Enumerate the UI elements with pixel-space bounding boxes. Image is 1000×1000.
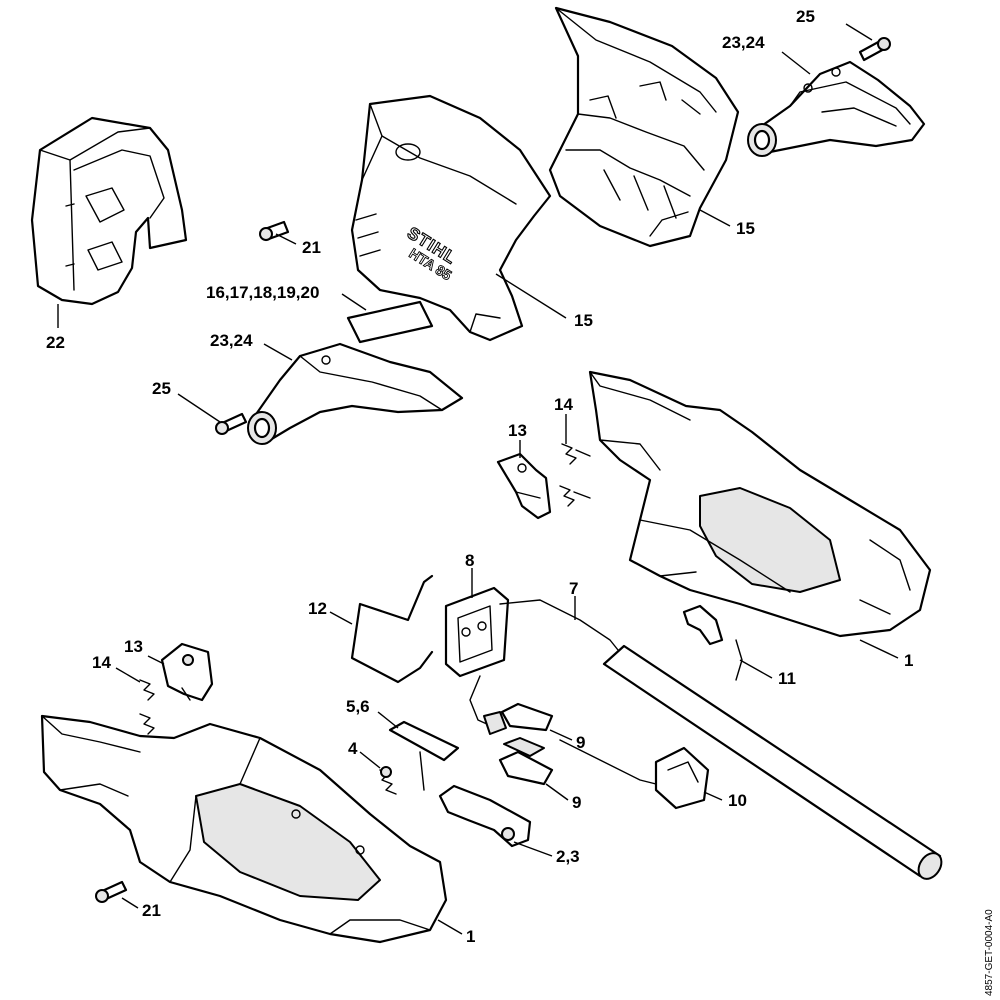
callout-14: 14 — [554, 395, 573, 414]
drawing-reference: 4857-GET-0004-A0 — [984, 909, 995, 996]
callout-14: 14 — [92, 653, 111, 672]
part-13-bracket-a — [496, 452, 552, 520]
part-8-switch-module — [444, 586, 510, 678]
callout-7: 7 — [569, 579, 578, 598]
callout-25: 25 — [796, 7, 815, 26]
screw-21-top — [259, 220, 290, 242]
part-22-battery-cover — [30, 116, 188, 306]
callout-21: 21 — [142, 901, 161, 920]
callout-labels: 25 23,24 15 21 16,17,18,19,20 15 22 23,2… — [46, 7, 913, 946]
callout-10: 10 — [728, 791, 747, 810]
part-1-housing-right — [588, 370, 932, 638]
part-23-24-grip-upper — [747, 60, 926, 157]
callout-8: 8 — [465, 551, 474, 570]
callout-22: 22 — [46, 333, 65, 352]
callout-15: 15 — [574, 311, 593, 330]
part-5-6-trigger — [388, 720, 460, 791]
callout-13: 13 — [508, 421, 527, 440]
callout-21: 21 — [302, 238, 321, 257]
callout-5-6: 5,6 — [346, 697, 370, 716]
screw-21-bottom — [95, 880, 128, 903]
part-15-housing-rear — [548, 6, 740, 248]
part-14-springs-b — [139, 679, 155, 735]
part-14-springs-a — [559, 443, 591, 507]
part-23-24-grip-lower — [247, 342, 464, 445]
callout-16-20: 16,17,18,19,20 — [206, 283, 319, 302]
part-2-3-lever — [438, 784, 532, 848]
part-7-tube — [469, 599, 943, 880]
callout-25: 25 — [152, 379, 171, 398]
callout-4: 4 — [348, 739, 358, 758]
part-11-switch-arm — [682, 604, 743, 681]
part-13-bracket-b — [160, 642, 214, 702]
part-4-spring — [379, 766, 397, 795]
part-15-motor-cover: STIHL HTA 85 — [350, 94, 552, 342]
screw-25-mid — [215, 412, 248, 435]
part-9-microswitch-b — [498, 737, 554, 786]
part-1-housing-left — [40, 714, 448, 944]
callout-9: 9 — [576, 733, 585, 752]
callout-23-24: 23,24 — [210, 331, 253, 350]
callout-23-24: 23,24 — [722, 33, 765, 52]
part-16-20-label — [346, 300, 434, 344]
part-12-wire-bracket — [350, 574, 434, 684]
leader-lines — [57, 23, 899, 935]
callout-15: 15 — [736, 219, 755, 238]
callout-12: 12 — [308, 599, 327, 618]
callout-1: 1 — [904, 651, 913, 670]
screw-25-top — [858, 37, 891, 62]
callout-1: 1 — [466, 927, 475, 946]
part-10-connector — [654, 746, 710, 810]
callout-13: 13 — [124, 637, 143, 656]
callout-9: 9 — [572, 793, 581, 812]
callout-11: 11 — [778, 669, 796, 688]
part-9-microswitch-a — [483, 702, 554, 735]
callout-2-3: 2,3 — [556, 847, 580, 866]
